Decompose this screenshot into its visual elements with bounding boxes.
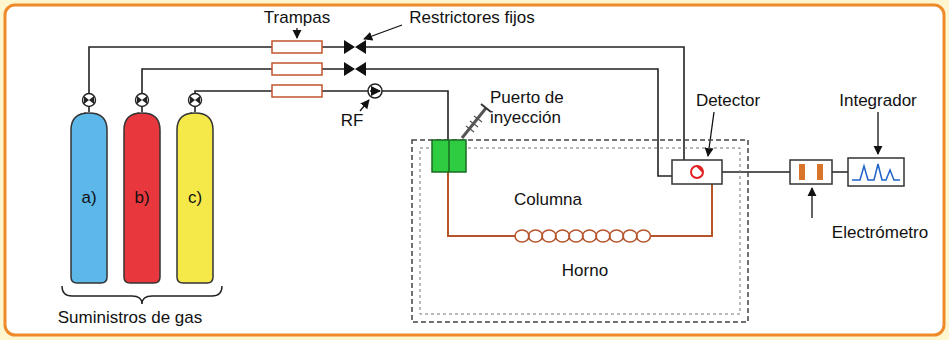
frame [5,5,944,335]
integrator-box [848,158,904,186]
part-label: Puerto de inyección [490,88,590,127]
coil-winding [596,230,610,242]
part-label: RF [341,111,364,131]
trap-boxes [272,41,322,97]
coil-winding [623,230,637,242]
cylinder-label: c) [188,188,202,208]
gas-cylinder: b) [123,112,161,284]
part-label: Trampas [264,8,330,28]
cylinder-label: a) [81,188,96,208]
valve-symbols [83,94,202,107]
oven-inner [420,148,740,314]
part-label: Integrador [839,91,917,111]
coil-winding [515,230,529,242]
coil-winding [583,230,597,242]
gas-cylinder: c) [176,112,214,284]
detector-box [672,160,722,184]
coil-winding [529,230,543,242]
cylinder-label: b) [134,188,149,208]
coil-winding [569,230,583,242]
coil-winding [556,230,570,242]
part-label: Horno [562,261,608,281]
part-label: Restrictores fijos [409,8,535,28]
coil-winding [637,230,651,242]
flow-regulator [368,84,382,98]
electrometer-box [790,160,832,184]
oven-outline [412,140,748,322]
coil-winding [542,230,556,242]
leader-arrows [297,25,878,218]
gas-cylinder: a) [70,112,108,284]
coil-winding [610,230,624,242]
column-coil [515,230,651,242]
restrictor-symbols [344,40,366,76]
part-label: Detector [696,91,760,111]
part-label: Suministros de gas [58,308,203,328]
part-label: Electrómetro [832,223,928,243]
part-label: Columna [514,190,582,210]
bracket [62,286,222,304]
injection-port [432,104,491,172]
